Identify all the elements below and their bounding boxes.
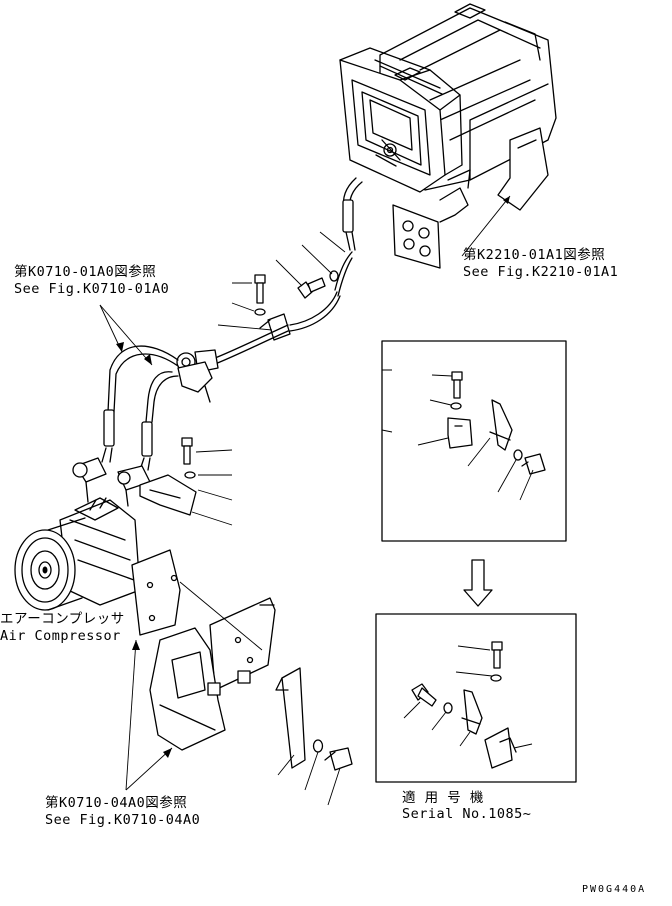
hose-assembly	[176, 177, 363, 403]
ref-k0710-01a0-en: See Fig.K0710-01A0	[14, 281, 170, 297]
serial-label-en: Serial No.1085~	[402, 806, 532, 822]
detail-box-serial	[375, 613, 577, 783]
leader-lines	[179, 195, 511, 806]
compressor-brackets	[131, 474, 353, 771]
air-compressor	[14, 497, 141, 611]
ref-k0710-04a0-en: See Fig.K0710-04A0	[45, 812, 201, 828]
drawing-code: PW0G440A	[582, 884, 647, 895]
ref-k0710-04a0-jp: 第K0710-04A0図参照	[45, 795, 188, 811]
reference-arrows-04a0	[125, 639, 173, 791]
reference-arrows-01a0	[99, 304, 153, 366]
ref-k2210-01a1-en: See Fig.K2210-01A1	[463, 264, 619, 280]
ref-k0710-01a0-jp: 第K0710-01A0図参照	[14, 264, 157, 280]
serial-label-jp: 適 用 号 機	[402, 790, 484, 806]
detail-box-original	[381, 340, 567, 542]
air-conditioner-unit	[339, 3, 557, 269]
compressor-label-en: Air Compressor	[0, 628, 121, 644]
compressor-label-jp: エアーコンプレッサ	[0, 611, 125, 627]
change-arrow	[463, 559, 493, 607]
ref-k2210-01a1-jp: 第K2210-01A1図参照	[463, 247, 606, 263]
fasteners-upper	[181, 270, 339, 479]
